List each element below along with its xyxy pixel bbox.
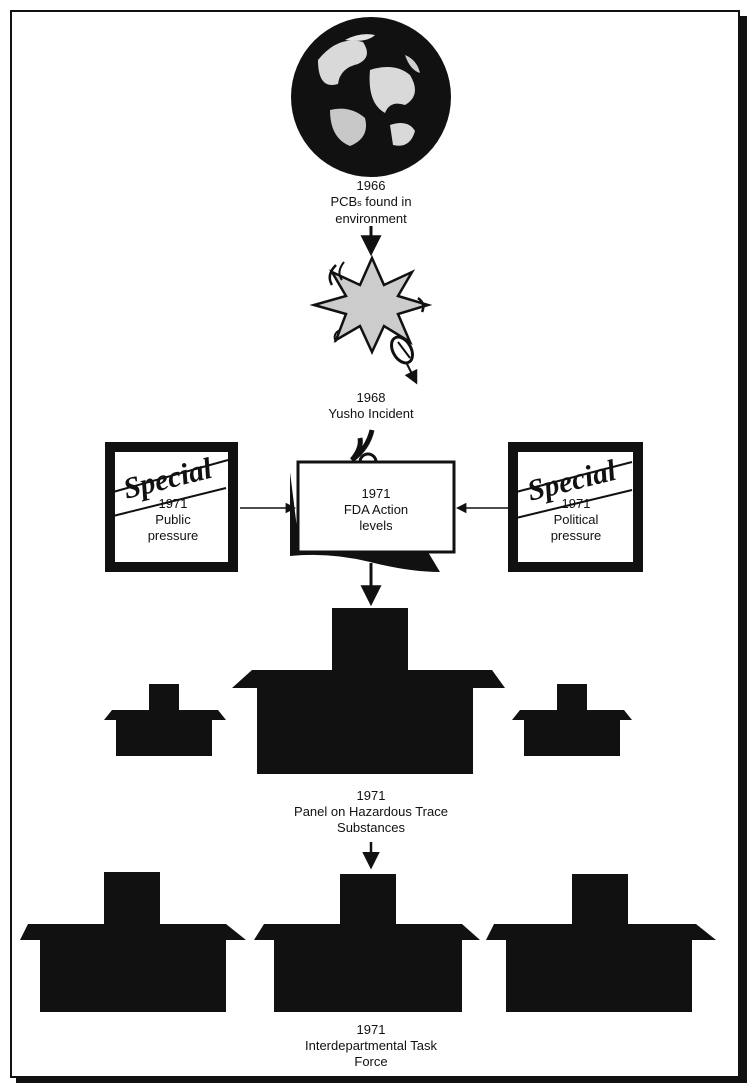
building-icon-panel-main bbox=[232, 608, 505, 774]
event-text: Political bbox=[553, 512, 599, 527]
event-text-line2: environment bbox=[335, 211, 407, 226]
event-year: 1971 bbox=[361, 486, 391, 501]
event-text: Panel on Hazardous Trace bbox=[294, 804, 448, 819]
event-label-public-pressure: 1971 Public pressure bbox=[118, 496, 228, 544]
event-text-line2: levels bbox=[359, 518, 393, 533]
event-text-main: PCB bbox=[330, 194, 358, 209]
event-label-1968: 1968 Yusho Incident bbox=[276, 390, 466, 422]
explosion-icon bbox=[309, 254, 433, 385]
frame-shadow-right bbox=[740, 16, 747, 1080]
event-text-line2: Substances bbox=[337, 820, 405, 835]
event-text: Yusho Incident bbox=[328, 406, 414, 421]
event-year: 1968 bbox=[356, 390, 386, 405]
event-text-line2: Force bbox=[354, 1054, 388, 1069]
newspaper-icon-political bbox=[508, 442, 643, 572]
event-text: FDA Action bbox=[343, 502, 409, 517]
building-icon-task-force-right bbox=[486, 874, 716, 1012]
event-text: PCBs found in bbox=[276, 194, 466, 211]
event-label-political-pressure: 1971 Political pressure bbox=[520, 496, 632, 544]
event-year: 1971 bbox=[356, 788, 386, 803]
event-label-panel: 1971 Panel on Hazardous Trace Substances bbox=[226, 788, 516, 836]
event-year: 1966 bbox=[356, 178, 386, 193]
event-text-line2: pressure bbox=[550, 528, 602, 543]
event-text-rest: found in bbox=[361, 194, 412, 209]
document-icon bbox=[290, 460, 456, 572]
building-icon-panel-right bbox=[512, 684, 632, 756]
event-text-line2: pressure bbox=[147, 528, 199, 543]
newspaper-icon-public bbox=[105, 442, 238, 572]
globe-icon bbox=[291, 17, 451, 177]
event-text: Public bbox=[155, 512, 191, 527]
event-year: 1971 bbox=[561, 496, 591, 511]
frame-shadow-bottom bbox=[16, 1076, 747, 1083]
event-year: 1971 bbox=[356, 1022, 386, 1037]
event-label-1966: 1966 PCBs found in environment bbox=[276, 178, 466, 227]
event-text-subscript: s bbox=[357, 198, 362, 208]
event-text: Interdepartmental Task bbox=[305, 1038, 437, 1053]
building-icon-task-force-center bbox=[254, 874, 480, 1012]
building-icon-task-force-left bbox=[20, 872, 246, 1012]
building-icon-panel-left bbox=[104, 684, 226, 756]
event-label-task-force: 1971 Interdepartmental Task Force bbox=[246, 1022, 496, 1070]
event-label-fda: 1971 FDA Action levels bbox=[298, 486, 454, 534]
event-year: 1971 bbox=[158, 496, 188, 511]
